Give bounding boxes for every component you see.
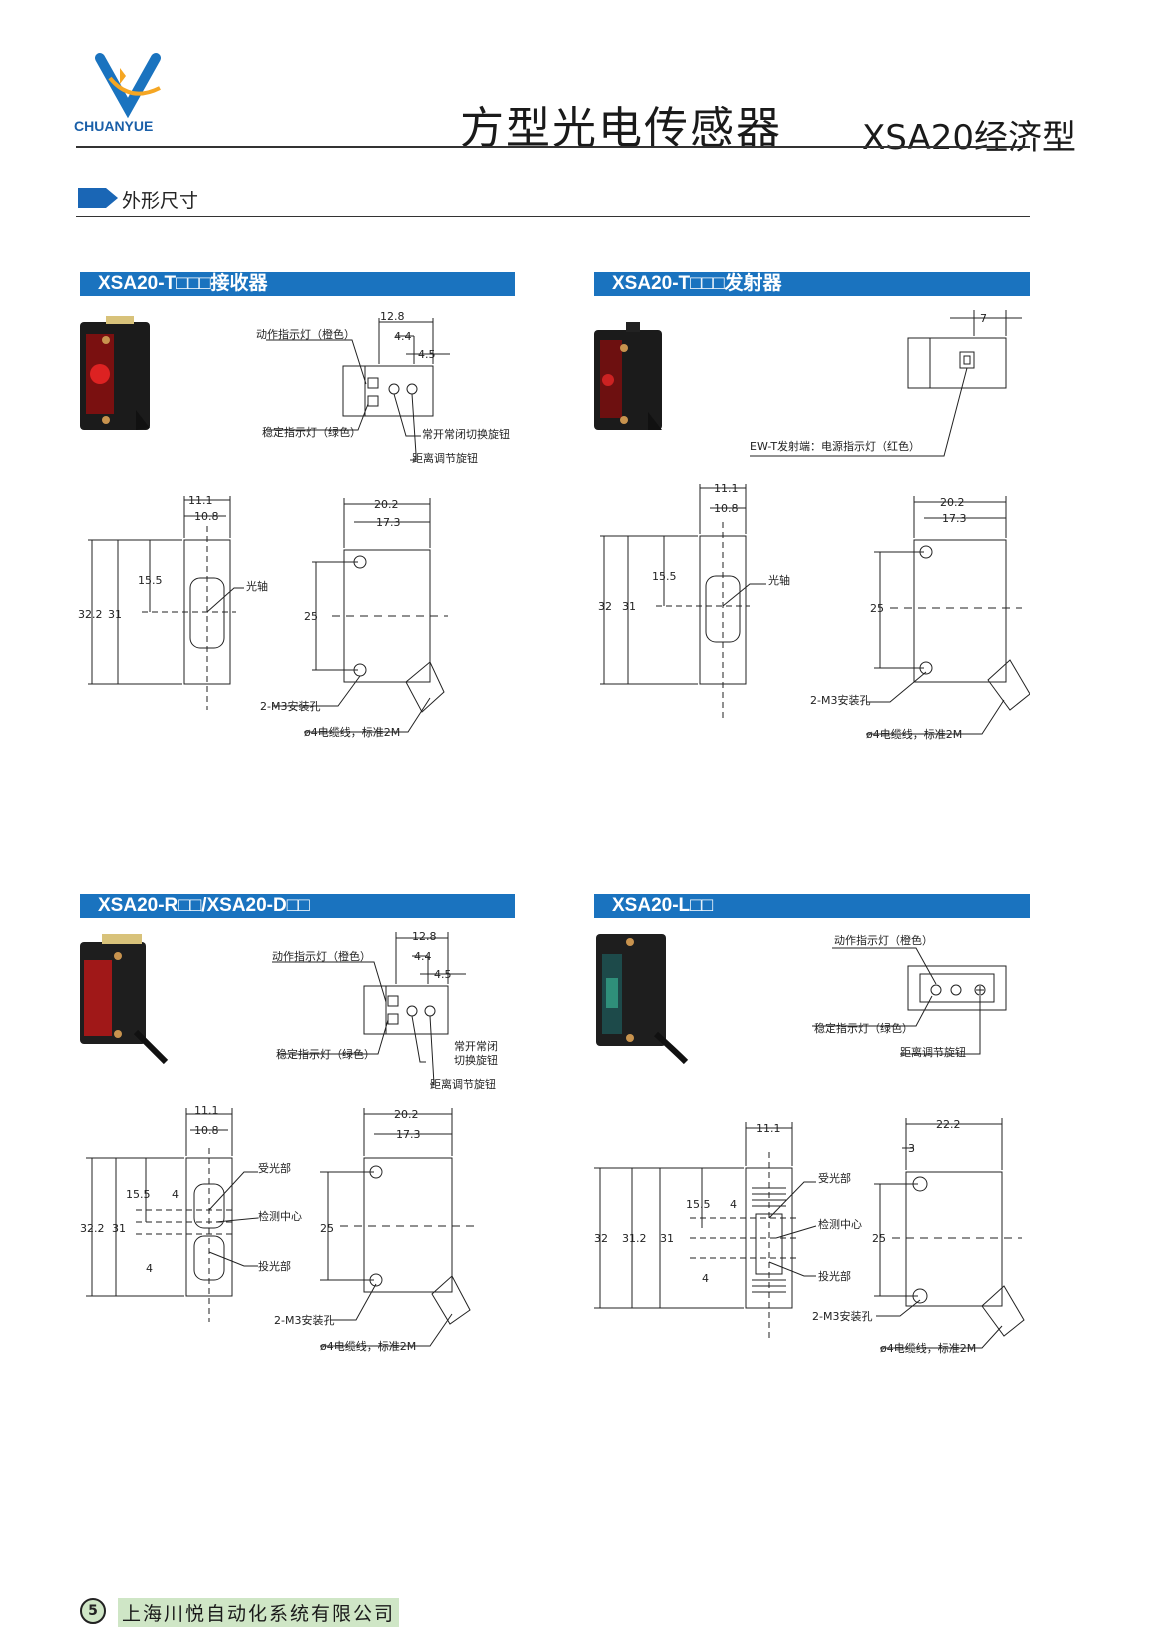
dim-4-4: 4.4 (394, 330, 412, 343)
dim-11-1: 11.1 (714, 482, 739, 495)
dim-17-3: 17.3 (942, 512, 967, 525)
dim-31: 31 (108, 608, 122, 621)
model-bar-r-d: XSA20-R□□/XSA20-D□□ (80, 894, 515, 918)
logo-text: CHUANYUE (74, 118, 154, 134)
dim-31: 31 (660, 1232, 674, 1245)
dim-32-2: 32.2 (78, 608, 103, 621)
callout-cable: ø4电缆线，标准2M (866, 727, 962, 741)
label-detect-center: 检测中心 (258, 1209, 302, 1223)
brand-logo (95, 53, 161, 119)
callout-switch-knob: 切换旋钮 (454, 1053, 498, 1067)
callout-distance-knob: 距离调节旋钮 (900, 1045, 966, 1059)
label-optical-axis: 光轴 (768, 573, 790, 587)
dim-10-8: 10.8 (714, 502, 739, 515)
dim-17-3: 17.3 (396, 1128, 421, 1141)
callout-cable: ø4电缆线，标准2M (320, 1339, 416, 1353)
dim-20-2: 20.2 (940, 496, 965, 509)
dim-31: 31 (112, 1222, 126, 1235)
section-title: 外形尺寸 (122, 190, 199, 212)
callout-mount-holes: 2-M3安装孔 (812, 1309, 872, 1323)
callout-stable-led: 稳定指示灯（绿色） (262, 425, 361, 439)
section-rule (76, 216, 1030, 217)
dim-20-2: 20.2 (374, 498, 399, 511)
company-name: 上海川悦自动化系统有限公司 (118, 1598, 400, 1627)
callout-stable-led: 稳定指示灯（绿色） (814, 1021, 913, 1035)
product-photo-t-receiver (80, 316, 150, 430)
label-receiver: 受光部 (818, 1171, 851, 1185)
callout-power-led: EW-T发射端：电源指示灯（红色） (750, 439, 920, 453)
dim-12-8: 12.8 (380, 310, 405, 323)
label-detect-center: 检测中心 (818, 1217, 862, 1231)
dim-11-1: 11.1 (188, 494, 213, 507)
label-emitter: 投光部 (258, 1259, 291, 1273)
dim-15-5: 15.5 (652, 570, 677, 583)
header-rule (76, 146, 1030, 148)
dim-25: 25 (304, 610, 318, 623)
diagram-t-emitter: 7 EW-T发射端：电源指示灯（红色） 11.1 10.8 15.5 32 31… (594, 310, 1030, 741)
dim-32: 32 (598, 600, 612, 613)
dim-11-1: 11.1 (756, 1122, 781, 1135)
dim-20-2: 20.2 (394, 1108, 419, 1121)
dim-25: 25 (320, 1222, 334, 1235)
callout-mount-holes: 2-M3安装孔 (810, 693, 870, 707)
dim-15-5: 15.5 (138, 574, 163, 587)
dim-4-top: 4 (172, 1188, 179, 1201)
dim-15-5: 15.5 (126, 1188, 151, 1201)
dim-31-2: 31.2 (622, 1232, 647, 1245)
product-photo-r-d (80, 934, 169, 1065)
model-series: XSA20经济型 (862, 118, 1077, 158)
dim-12-8: 12.8 (412, 930, 437, 943)
label-receiver: 受光部 (258, 1161, 291, 1175)
dim-32: 32 (594, 1232, 608, 1245)
dim-22-2: 22.2 (936, 1118, 961, 1131)
callout-no-nc: 常开常闭 (454, 1040, 498, 1053)
dim-4-top: 4 (730, 1198, 737, 1211)
callout-cable: ø4电缆线，标准2M (304, 725, 400, 739)
callout-distance-knob: 距离调节旋钮 (430, 1077, 496, 1091)
callout-mount-holes: 2-M3安装孔 (274, 1313, 334, 1327)
page-title: 方型光电传感器 (460, 103, 782, 154)
dim-4-bottom: 4 (146, 1262, 153, 1275)
dim-25: 25 (872, 1232, 886, 1245)
diagram-l: 动作指示灯（橙色） 稳定指示灯（绿色） 距离调节旋钮 11.1 15.5 4 (594, 933, 1025, 1355)
product-photo-l (596, 934, 689, 1065)
dim-10-8: 10.8 (194, 1124, 219, 1137)
label-optical-axis: 光轴 (246, 579, 268, 593)
dim-4-5: 4.5 (418, 348, 436, 361)
model-bar-t-emitter: XSA20-T□□□发射器 (594, 272, 1030, 296)
diagram-r-d: 12.8 4.4 4.5 动作指示灯（橙色） 稳定指示灯（绿色） 常开常闭 切换… (80, 930, 498, 1353)
callout-mount-holes: 2-M3安装孔 (260, 699, 320, 713)
label-emitter: 投光部 (818, 1269, 851, 1283)
callout-no-nc-knob: 常开常闭切换旋钮 (422, 427, 510, 441)
callout-distance-knob: 距离调节旋钮 (412, 451, 478, 465)
product-photo-t-emitter (594, 322, 662, 430)
model-bar-l: XSA20-L□□ (594, 894, 1030, 918)
dim-15-5: 15.5 (686, 1198, 711, 1211)
diagram-t-receiver: 12.8 4.4 4.5 动作指示灯（橙色） 稳定指示灯（绿色） 常开常闭切换旋… (78, 310, 510, 739)
dim-3: 3 (908, 1142, 915, 1155)
dim-10-8: 10.8 (194, 510, 219, 523)
dim-25: 25 (870, 602, 884, 615)
dim-11-1: 11.1 (194, 1104, 219, 1117)
dim-4-5: 4.5 (434, 968, 452, 981)
callout-action-led: 动作指示灯（橙色） (272, 949, 371, 963)
callout-action-led: 动作指示灯（橙色） (834, 933, 933, 947)
dim-4-4: 4.4 (414, 950, 432, 963)
section-marker (78, 188, 106, 208)
callout-stable-led: 稳定指示灯（绿色） (276, 1047, 375, 1061)
dim-17-3: 17.3 (376, 516, 401, 529)
callout-cable: ø4电缆线，标准2M (880, 1341, 976, 1355)
dim-7: 7 (980, 312, 987, 325)
callout-action-led: 动作指示灯（橙色） (256, 327, 355, 341)
dim-32-2: 32.2 (80, 1222, 105, 1235)
page-number: 5 (80, 1598, 106, 1624)
dim-31: 31 (622, 600, 636, 613)
section-arrow-icon (106, 188, 118, 208)
model-bar-t-receiver: XSA20-T□□□接收器 (80, 272, 515, 296)
dim-4-bottom: 4 (702, 1272, 709, 1285)
